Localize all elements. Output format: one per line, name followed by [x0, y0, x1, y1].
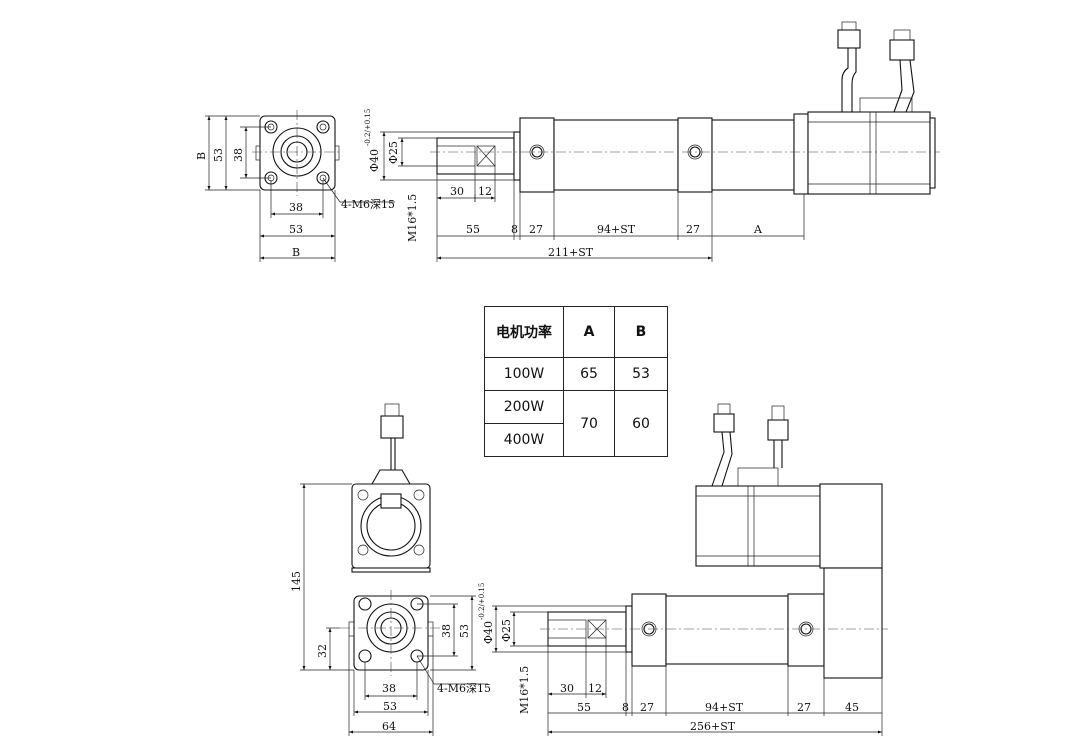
dim-B: B	[292, 246, 300, 259]
dim-phi40-tolerance: -0.2/+0.15	[364, 109, 372, 146]
cell-B-merged: 60	[614, 390, 668, 457]
dim-53: 53	[289, 223, 303, 236]
dim-94st: 94+ST	[705, 701, 744, 714]
dim-phi25: Φ25	[500, 619, 513, 642]
dim-m16: M16*1.5	[406, 194, 419, 242]
dim-38-vertical: 38	[440, 624, 453, 638]
dim-53-vertical: 53	[458, 624, 471, 638]
header-motor-power: 电机功率	[484, 306, 564, 358]
dim-94st: 94+ST	[597, 223, 636, 236]
dim-53: 53	[383, 700, 397, 713]
dim-45: 45	[845, 701, 859, 714]
dim-m16: M16*1.5	[518, 666, 531, 714]
dim-256st: 256+ST	[690, 720, 736, 733]
dim-55: 55	[577, 701, 591, 714]
header-B: B	[614, 306, 668, 358]
dim-64: 64	[382, 720, 396, 733]
thread-note: 4-M6深15	[437, 682, 491, 695]
dim-B-vertical: B	[195, 152, 208, 160]
table-row: 200W 70 60	[484, 390, 668, 457]
dim-38: 38	[382, 682, 396, 695]
top-side-view: Φ40 -0.2/+0.15 Φ25 M16*1.5 30 12 55 8 27…	[364, 21, 940, 262]
cell-B: 53	[614, 357, 668, 391]
bottom-side-view: Φ40 -0.2/+0.15 Φ25 M16*1.5 30 12 55 8 27…	[478, 403, 888, 736]
dim-phi40: Φ40	[368, 149, 381, 172]
dim-38-vertical: 38	[232, 148, 245, 162]
dim-30: 30	[450, 185, 464, 198]
cell-A: 65	[563, 357, 615, 391]
dim-211st: 211+ST	[548, 246, 594, 259]
dim-27b: 27	[797, 701, 811, 714]
dim-phi40-tolerance: -0.2/+0.15	[478, 583, 486, 620]
cell-power: 200W	[484, 390, 564, 424]
dim-phi25: Φ25	[387, 141, 400, 164]
table-header-row: 电机功率 A B	[484, 306, 668, 358]
dim-38: 38	[289, 201, 303, 214]
bottom-end-view: 145 32 38 53 38 53 64 4-M6深15	[290, 403, 491, 736]
thread-note: 4-M6深15	[341, 198, 395, 211]
cell-power: 400W	[484, 423, 564, 457]
motor-power-table: 电机功率 A B 100W 65 53 200W 70 60 400W	[484, 306, 668, 457]
dim-53-vertical: 53	[212, 148, 225, 162]
dim-145: 145	[290, 571, 303, 592]
dim-8: 8	[511, 223, 518, 236]
cell-A-merged: 70	[563, 390, 615, 457]
table-row: 400W	[484, 423, 668, 457]
dim-55: 55	[466, 223, 480, 236]
dim-A: A	[753, 223, 763, 236]
dim-27a: 27	[529, 223, 543, 236]
table-row: 100W 65 53	[484, 357, 668, 391]
dim-12: 12	[588, 682, 602, 695]
cell-power: 100W	[484, 357, 564, 391]
dim-phi40: Φ40	[482, 621, 495, 644]
dim-12: 12	[478, 185, 492, 198]
top-end-view: B 53 38 38 53 B 4-M6深15	[195, 110, 395, 262]
dim-30: 30	[560, 682, 574, 695]
header-A: A	[563, 306, 615, 358]
dim-27a: 27	[640, 701, 654, 714]
dim-27b: 27	[686, 223, 700, 236]
dim-8: 8	[622, 701, 629, 714]
dim-32: 32	[316, 644, 329, 658]
